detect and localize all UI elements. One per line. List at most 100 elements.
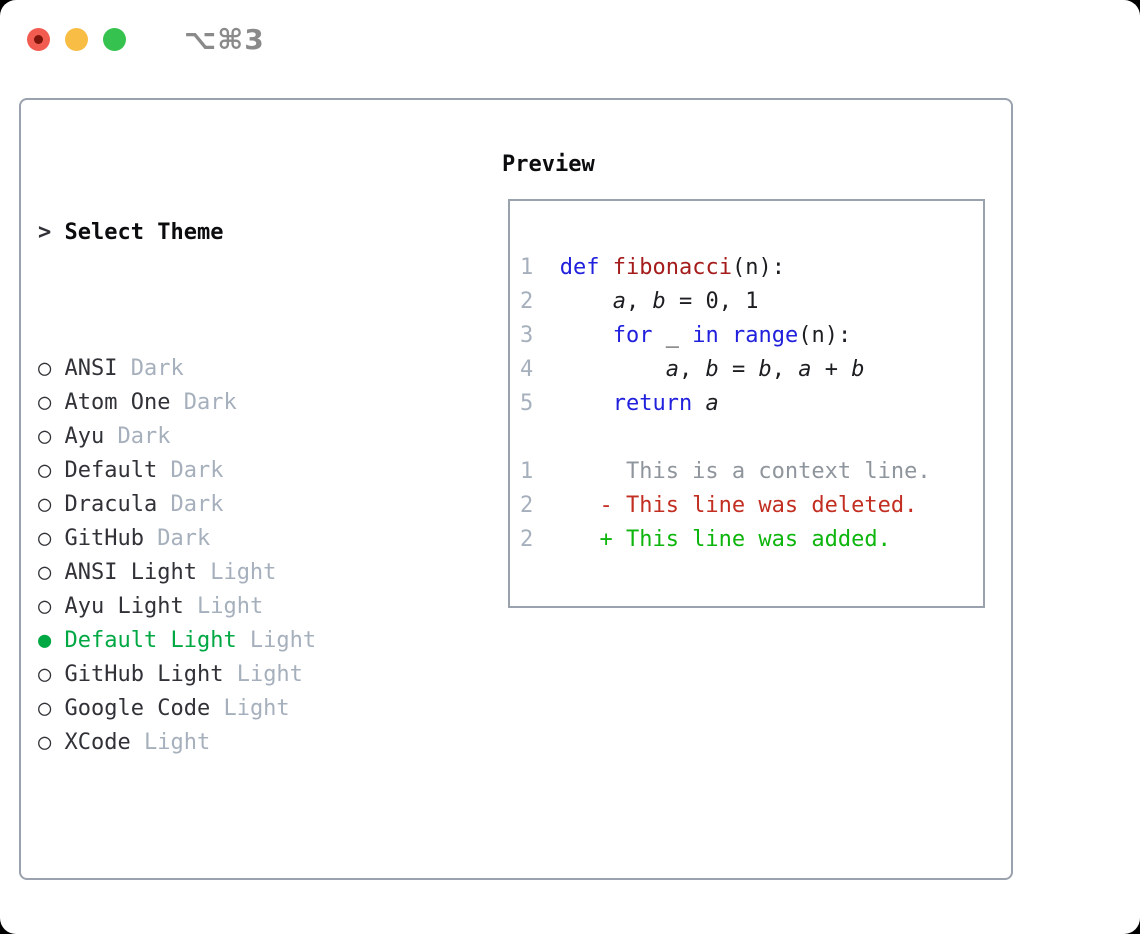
focus-caret-icon: >	[38, 220, 65, 245]
theme-option[interactable]: ○ ANSI Light Light	[38, 556, 448, 590]
theme-option[interactable]: ○ Google Code Light	[38, 692, 448, 726]
line-number: 2	[520, 493, 534, 518]
code-line: 2 a, b = 0, 1	[520, 285, 975, 319]
line-number: 2	[520, 289, 534, 314]
code-token: _	[652, 323, 693, 348]
diff-line-context: 1 This is a context line.	[520, 455, 975, 489]
code-token: range	[731, 323, 799, 348]
theme-selector: > Select Theme ○ ANSI Dark○ Atom One Dar…	[38, 148, 448, 934]
theme-option[interactable]: ● Default Light Light	[38, 624, 448, 658]
preview-heading: Preview	[502, 152, 595, 177]
theme-name: Google Code	[64, 696, 211, 721]
theme-option[interactable]: ○ Atom One Dark	[38, 386, 448, 420]
theme-variant: Dark	[157, 492, 224, 517]
code-token: b	[705, 357, 719, 382]
theme-variant: Dark	[143, 526, 211, 551]
code-token: in	[692, 323, 719, 348]
theme-variant: Dark	[157, 458, 224, 483]
theme-name: XCode	[64, 730, 131, 755]
theme-variant: Light	[236, 628, 317, 653]
code-line: 1 def fibonacci(n):	[520, 251, 975, 285]
radio-icon: ○	[38, 662, 65, 687]
theme-name: Default	[64, 458, 158, 483]
code-token: ,	[771, 357, 799, 382]
select-theme-heading: > Select Theme	[38, 216, 448, 250]
code-token	[599, 255, 612, 280]
code-token: a	[665, 357, 679, 382]
maximize-button[interactable]	[103, 27, 126, 51]
close-button[interactable]	[27, 27, 50, 51]
code-token: ,	[625, 289, 653, 314]
code-token: =	[718, 357, 759, 382]
theme-variant: Dark	[104, 424, 171, 449]
theme-option[interactable]: ○ Ayu Dark	[38, 420, 448, 454]
radio-icon: ○	[38, 594, 65, 619]
code-token: fibonacci	[612, 255, 732, 280]
blank-line	[520, 421, 975, 455]
theme-name: ANSI	[64, 356, 118, 381]
theme-name: Default Light	[64, 628, 237, 653]
line-number: 3	[520, 323, 534, 348]
theme-option[interactable]: ○ Dracula Dark	[38, 488, 448, 522]
diff-text: + This line was added.	[599, 527, 891, 552]
code-token: b	[851, 357, 865, 382]
theme-name: GitHub Light	[64, 662, 224, 687]
radio-icon: ○	[38, 526, 65, 551]
code-line: 5 return a	[520, 387, 975, 421]
code-token	[560, 289, 613, 314]
unsaved-changes-dot-icon	[34, 34, 43, 44]
code-line: 3 for _ in range(n):	[520, 319, 975, 353]
radio-selected-icon: ●	[38, 628, 65, 653]
theme-variant: Light	[183, 594, 264, 619]
theme-option[interactable]: ○ GitHub Dark	[38, 522, 448, 556]
diff-text: This is a context line.	[599, 459, 931, 484]
main-panel: > Select Theme ○ ANSI Dark○ Atom One Dar…	[19, 98, 1013, 880]
theme-variant: Light	[210, 696, 290, 721]
code-token: (n):	[798, 323, 852, 348]
minimize-button[interactable]	[65, 27, 88, 51]
theme-option[interactable]: ○ GitHub Light Light	[38, 658, 448, 692]
diff-line-deleted: 2- This line was deleted.	[520, 489, 975, 523]
code-token: = 0, 1	[665, 289, 759, 314]
theme-variant: Light	[196, 560, 277, 585]
spacer	[38, 862, 448, 896]
code-token	[692, 391, 705, 416]
code-token: b	[652, 289, 666, 314]
line-number: 5	[520, 391, 534, 416]
line-number: 1	[520, 459, 534, 484]
theme-list: ○ ANSI Dark○ Atom One Dark○ Ayu Dark○ De…	[38, 352, 448, 760]
code-token: return	[612, 391, 693, 416]
code-token: b	[758, 357, 772, 382]
radio-icon: ○	[38, 730, 65, 755]
theme-name: ANSI Light	[64, 560, 197, 585]
radio-icon: ○	[38, 560, 65, 585]
theme-name: Ayu	[64, 424, 105, 449]
radio-icon: ○	[38, 458, 65, 483]
theme-option[interactable]: ○ Default Dark	[38, 454, 448, 488]
window-shortcut-label: ⌥⌘3	[184, 22, 265, 56]
code-token	[560, 357, 666, 382]
code-token: ,	[678, 357, 706, 382]
code-token	[719, 323, 732, 348]
line-number: 1	[520, 255, 534, 280]
code-token	[560, 323, 613, 348]
theme-variant: Light	[223, 662, 303, 687]
theme-option[interactable]: ○ ANSI Dark	[38, 352, 448, 386]
code-token: a	[798, 357, 812, 382]
select-theme-heading-label: Select Theme	[64, 220, 224, 245]
theme-variant: Light	[130, 730, 211, 755]
radio-icon: ○	[38, 696, 65, 721]
theme-option[interactable]: ○ XCode Light	[38, 726, 448, 760]
code-token: (n):	[731, 255, 785, 280]
radio-icon: ○	[38, 390, 65, 415]
diff-line-added: 2+ This line was added.	[520, 523, 975, 557]
theme-option[interactable]: ○ Ayu Light Light	[38, 590, 448, 624]
theme-name: Dracula	[64, 492, 158, 517]
code-token: for	[612, 323, 653, 348]
theme-variant: Dark	[170, 390, 237, 415]
code-token: a	[705, 391, 719, 416]
code-token: def	[559, 255, 600, 280]
theme-name: GitHub	[64, 526, 144, 551]
